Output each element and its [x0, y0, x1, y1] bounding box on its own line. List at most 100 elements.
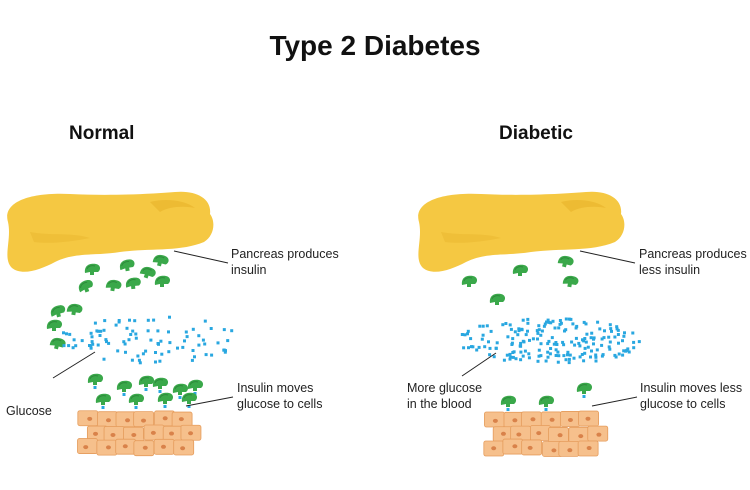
glucose-dot: [144, 350, 147, 353]
insulin-icon: [562, 275, 579, 289]
diabetic-heading: Diabetic: [499, 123, 573, 145]
glucose-dot: [103, 319, 106, 322]
cell-nucleus: [512, 418, 517, 422]
glucose-dot: [569, 354, 572, 357]
cell-nucleus: [585, 417, 590, 421]
glucose-dot: [95, 329, 98, 332]
glucose-dot: [91, 343, 94, 346]
cells-cluster: [484, 411, 608, 456]
insulin-icon: [188, 380, 203, 395]
glucose-dot: [490, 330, 493, 333]
diabetic-pancreas-label: Pancreas produces less insulin: [639, 246, 747, 278]
glucose-dot: [501, 323, 504, 326]
glucose-dot: [528, 339, 531, 342]
glucose-dot: [62, 331, 65, 334]
cell: [569, 427, 589, 442]
diabetic-panel-art: [418, 192, 641, 457]
insulin-icon: [66, 303, 83, 317]
cell-nucleus: [568, 418, 573, 422]
glucose-dot: [549, 347, 552, 350]
glucose-dot: [483, 345, 486, 348]
normal-pancreas-label: Pancreas produces insulin: [231, 246, 339, 278]
bound-glucose-dot: [159, 390, 162, 393]
glucose-dot: [157, 342, 160, 345]
diagram-title: Type 2 Diabetes: [0, 30, 750, 62]
pancreas-icon: [7, 192, 213, 272]
glucose-dot: [154, 351, 157, 354]
glucose-dot: [631, 332, 634, 335]
glucose-dot: [136, 355, 139, 358]
glucose-dot: [204, 320, 207, 323]
glucose-dot: [579, 355, 582, 358]
glucose-dot: [518, 329, 521, 332]
cell-nucleus: [516, 432, 521, 436]
insulin-icon: [96, 394, 111, 409]
glucose-dot: [223, 349, 226, 352]
cell-nucleus: [161, 445, 166, 449]
cell-nucleus: [536, 431, 541, 435]
glucose-dot: [158, 360, 161, 363]
glucose-dot: [555, 348, 558, 351]
glucose-dot: [217, 341, 220, 344]
glucose-dot: [589, 356, 592, 359]
glucose-dot: [191, 359, 194, 362]
glucose-dot: [536, 332, 539, 335]
cell-nucleus: [106, 445, 111, 449]
glucose-dot: [210, 327, 213, 330]
glucose-dot: [142, 352, 145, 355]
glucose-dot: [487, 340, 490, 343]
normal-heading: Normal: [69, 123, 134, 145]
glucose-dot: [536, 329, 539, 332]
glucose-dot: [523, 340, 526, 343]
glucose-dot: [152, 319, 155, 322]
glucose-dot: [495, 347, 498, 350]
glucose-dot: [131, 359, 134, 362]
cell-nucleus: [87, 417, 92, 421]
glucose-dot: [124, 343, 127, 346]
glucose-dot: [197, 344, 200, 347]
glucose-dot: [549, 352, 552, 355]
glucose-dot: [585, 322, 588, 325]
normal-pancreas-label-line1: Pancreas produces: [231, 246, 339, 262]
glucose-dot: [568, 318, 571, 321]
glucose-dot: [511, 342, 514, 345]
normal-insulin-label: Insulin moves glucose to cells: [237, 380, 322, 412]
glucose-dot: [622, 335, 625, 338]
glucose-dot: [515, 357, 518, 360]
insulin-molecule: [77, 278, 95, 294]
glucose-dot: [524, 350, 527, 353]
glucose-dot: [547, 340, 550, 343]
glucose-dot: [509, 358, 512, 361]
glucose-dot: [609, 327, 612, 330]
cell-nucleus: [551, 448, 556, 452]
glucose-dot: [230, 329, 233, 332]
insulin-icon: [105, 279, 122, 293]
glucose-dot: [581, 338, 584, 341]
glucose-dot: [193, 355, 196, 358]
glucose-dot: [545, 360, 548, 363]
glucose-dot: [560, 322, 563, 325]
glucose-dot: [210, 354, 213, 357]
glucose-dot: [482, 334, 485, 337]
glucose-dot: [461, 333, 464, 336]
glucose-dot: [632, 341, 635, 344]
glucose-dot: [617, 333, 620, 336]
glucose-dot: [539, 354, 542, 357]
glucose-dot: [578, 344, 581, 347]
glucose-dot: [467, 346, 470, 349]
glucose-dot: [139, 361, 142, 364]
glucose-dot: [587, 346, 590, 349]
insulin-molecule: [562, 275, 579, 289]
glucose-dot: [478, 346, 481, 349]
glucose-dot: [573, 357, 576, 360]
glucose-dot: [527, 352, 530, 355]
glucose-dot: [519, 358, 522, 361]
insulin-icon: [49, 336, 67, 351]
glucose-dot: [513, 350, 516, 353]
glucose-dot: [557, 361, 560, 364]
cell-nucleus: [125, 418, 130, 422]
insulin-icon: [152, 253, 170, 268]
glucose-dot: [486, 324, 489, 327]
glucose-dot: [592, 338, 595, 341]
